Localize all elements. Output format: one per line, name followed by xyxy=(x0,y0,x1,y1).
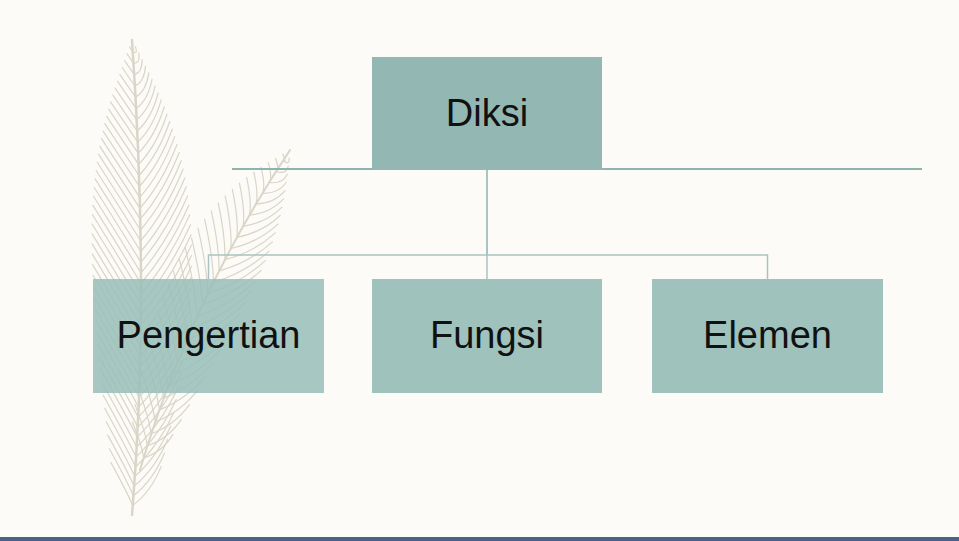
feather-barb xyxy=(262,183,286,194)
feather-barb xyxy=(155,390,197,422)
feather-barb xyxy=(137,387,179,448)
feather-barb xyxy=(111,102,138,142)
feather-barb xyxy=(134,53,140,63)
bottom-rule xyxy=(0,537,959,541)
feather-barb xyxy=(261,167,264,193)
feather-barb xyxy=(134,453,165,496)
feather-barb xyxy=(141,169,184,241)
child-box: Fungsi xyxy=(372,279,602,393)
child-box: Pengertian xyxy=(93,279,324,393)
feather-barb xyxy=(130,47,134,53)
box-label: Pengertian xyxy=(117,315,301,357)
feather-barb xyxy=(138,100,161,142)
feather-barb xyxy=(99,154,141,219)
feather-barb xyxy=(103,131,139,186)
feather-barb xyxy=(219,242,272,271)
feather-barb xyxy=(232,189,237,237)
tree-connector xyxy=(209,170,488,279)
feather-barb xyxy=(93,205,141,283)
feather-barb xyxy=(113,95,137,131)
feather-barb xyxy=(239,183,243,226)
feather-barb xyxy=(254,172,257,204)
feather-barb xyxy=(283,154,285,161)
feather-barb xyxy=(132,422,143,458)
feather-barb xyxy=(211,211,219,271)
feather-barb xyxy=(94,196,142,273)
feather-barb xyxy=(105,124,139,176)
feather-barb xyxy=(122,68,135,86)
feather-barb xyxy=(105,408,136,466)
feather-barb xyxy=(96,171,141,241)
feather-barb xyxy=(95,179,141,252)
feather-barb xyxy=(249,199,283,215)
box-label: Elemen xyxy=(703,315,832,357)
feather-barb xyxy=(247,177,251,215)
feather-barb xyxy=(139,122,170,176)
feather-barb xyxy=(151,405,189,434)
feather-barb xyxy=(214,251,270,282)
tree-connector xyxy=(487,170,768,279)
feather-barb xyxy=(269,174,287,182)
feather-barb xyxy=(106,422,135,477)
feather-barb xyxy=(243,207,282,226)
feather-barb xyxy=(283,158,289,162)
feather-barb xyxy=(97,162,140,230)
feather-barb xyxy=(127,54,133,63)
box-label: Fungsi xyxy=(430,315,544,357)
feather-barb xyxy=(137,93,158,131)
feather-barb xyxy=(133,467,161,506)
feather-barb xyxy=(141,178,185,252)
root-box: Diksi xyxy=(372,57,602,170)
feather-barb xyxy=(137,86,155,120)
feather-barb xyxy=(140,153,179,220)
feather-barb xyxy=(120,74,136,97)
feather-barb xyxy=(231,224,278,248)
feather-barb xyxy=(108,435,134,486)
feather-barb xyxy=(141,161,182,230)
feather-barb xyxy=(225,196,231,249)
feather-barb xyxy=(218,203,225,260)
feather-barb xyxy=(136,400,176,457)
box-label: Diksi xyxy=(446,93,528,135)
feather-barb xyxy=(107,116,139,164)
feather-barb xyxy=(268,163,270,183)
feather-barb xyxy=(111,463,133,506)
feather-barb xyxy=(140,145,177,209)
child-box: Elemen xyxy=(652,279,883,393)
feather-barb xyxy=(147,419,181,446)
